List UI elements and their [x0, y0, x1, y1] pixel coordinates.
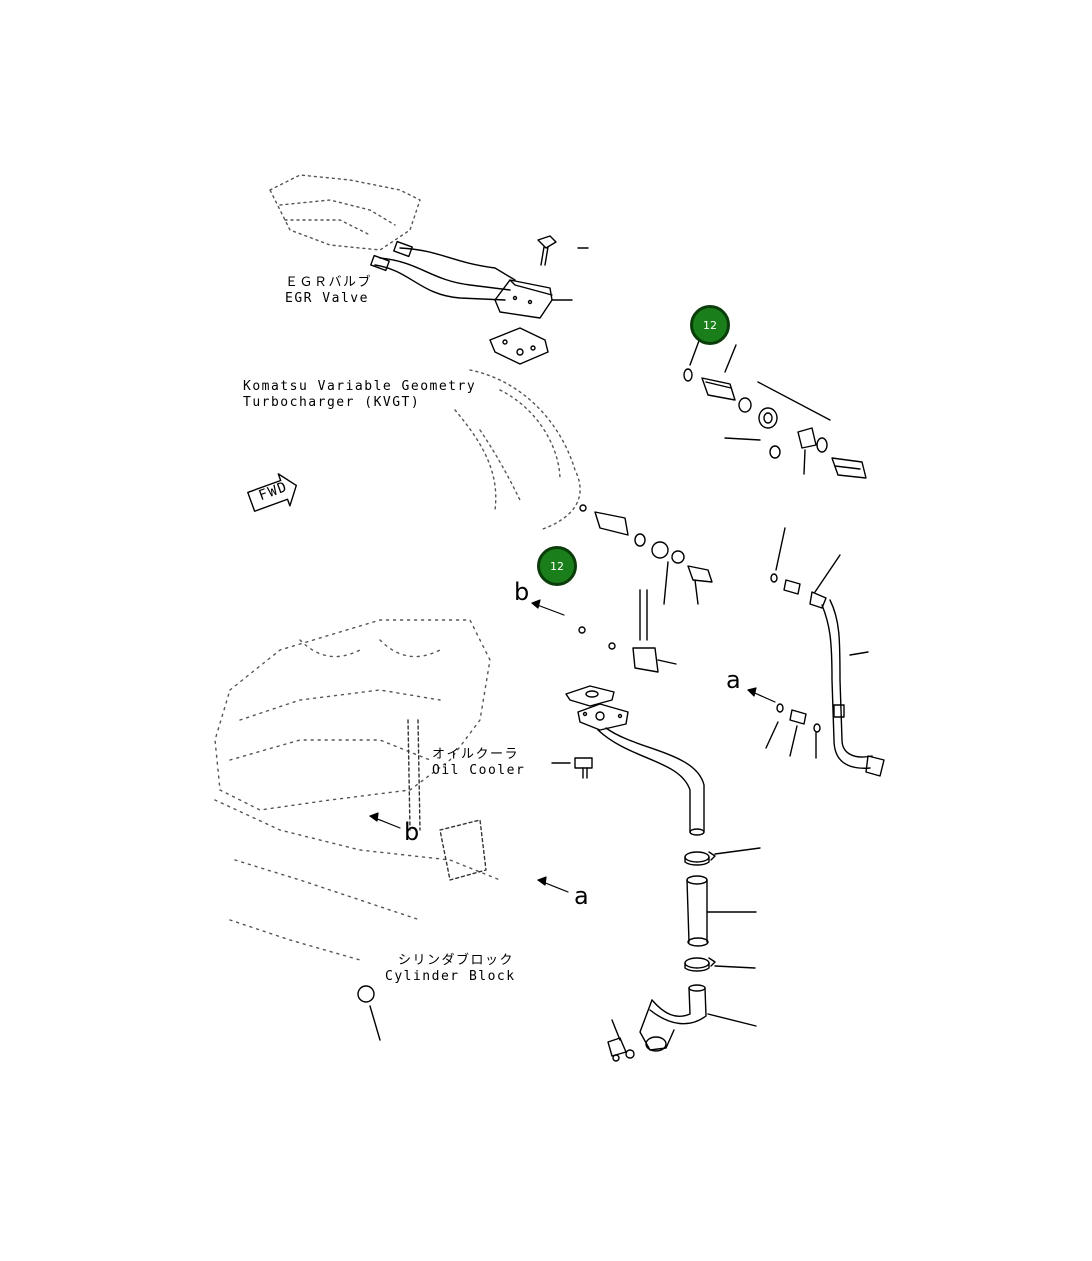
bolt-top	[537, 235, 557, 266]
upper-right-fittings	[683, 368, 867, 479]
arrow-a-lower-label: a	[574, 882, 589, 910]
oil-cooler-gasket	[565, 685, 615, 707]
oil-cooler-label-jp: オイルクーラ	[432, 747, 520, 762]
egr-gasket	[489, 327, 549, 365]
arrow-b-upper-label: b	[514, 578, 530, 606]
oil-return-tube	[597, 727, 705, 836]
arrow-a-upper	[747, 687, 776, 703]
hose	[686, 875, 709, 947]
turbo-label-line2: Turbocharger (KVGT)	[243, 395, 421, 410]
cylinder-block-label-en: Cylinder Block	[385, 969, 516, 984]
o-ring	[357, 985, 375, 1003]
arrow-b-upper	[531, 599, 565, 616]
part-marker-12-lower[interactable]: 12	[537, 546, 577, 586]
arrow-b-lower	[369, 812, 401, 829]
middle-fittings	[579, 504, 713, 605]
arrow-a-lower	[537, 876, 569, 893]
engine-top-outline	[269, 174, 421, 251]
right-tube-assembly	[770, 573, 885, 777]
oil-cooler-body	[407, 719, 487, 881]
engine-block-outline	[214, 619, 501, 961]
hose-clamp-upper	[684, 851, 716, 866]
egr-tubes	[370, 240, 516, 301]
arrow-b-lower-label: b	[404, 818, 420, 846]
egr-label-jp: ＥＧＲバルブ	[285, 275, 373, 290]
cylinder-block-label-jp: シリンダブロック	[398, 953, 515, 968]
egr-label-en: EGR Valve	[285, 291, 369, 306]
part-marker-12-upper[interactable]: 12	[690, 305, 730, 345]
egr-valve-block	[494, 279, 553, 319]
small-fitting	[607, 1037, 635, 1062]
hose-clamp-lower	[684, 957, 716, 972]
oil-cooler-label-en: Oil Cooler	[432, 763, 526, 778]
arrow-a-upper-label: a	[726, 666, 741, 694]
turbo-label-line1: Komatsu Variable Geometry	[243, 379, 477, 394]
oil-cooler-flange	[577, 703, 629, 731]
lower-elbow-pipe	[639, 984, 707, 1052]
bolt-middle	[574, 757, 593, 779]
return-tube-vertical	[632, 589, 677, 673]
turbo-outline	[454, 369, 581, 531]
fwd-arrow-icon	[247, 473, 298, 512]
